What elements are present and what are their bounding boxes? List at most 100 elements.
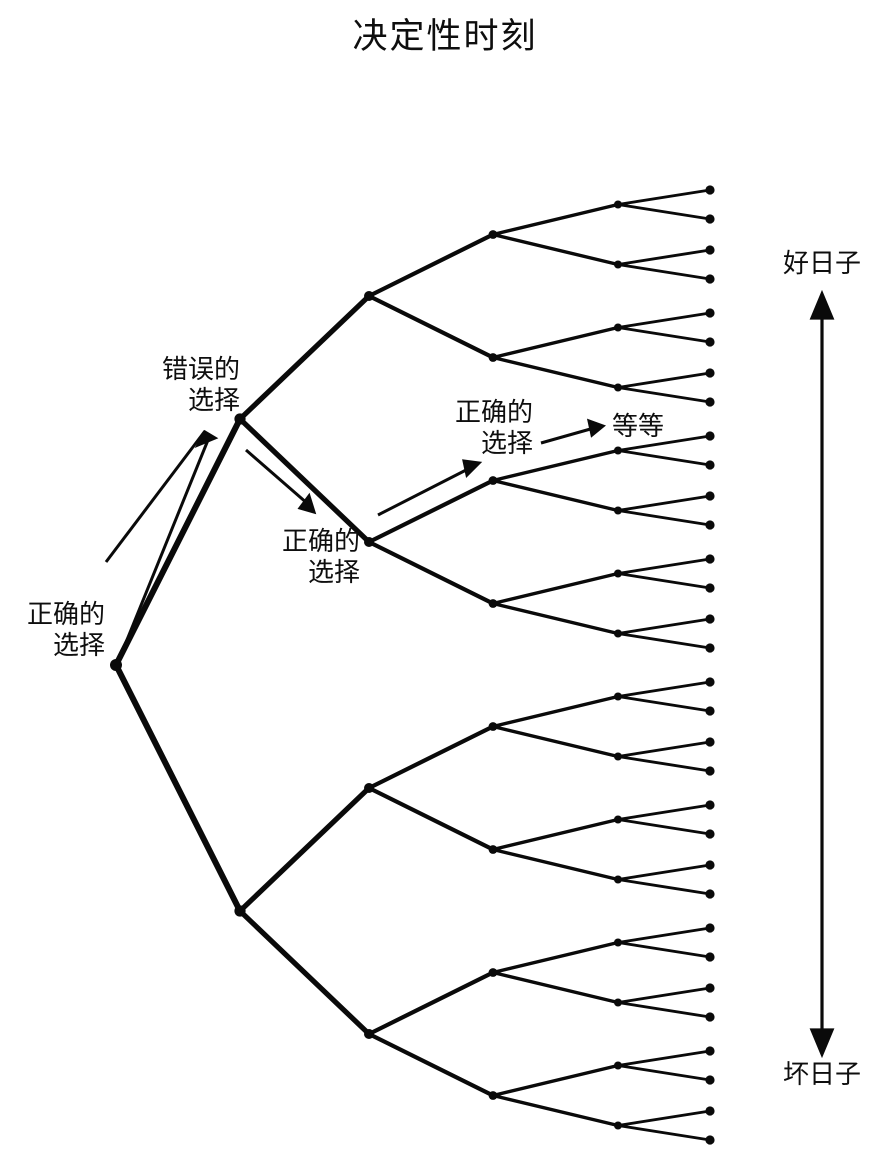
tree-edge xyxy=(616,1109,712,1127)
annotation-arrows xyxy=(104,418,607,668)
tree-node xyxy=(705,800,715,810)
tree-node xyxy=(488,845,498,854)
tree-edge xyxy=(491,817,620,852)
tree-node xyxy=(614,938,622,947)
tree-edge xyxy=(491,694,620,729)
tree-edge xyxy=(616,755,712,773)
tree-edge xyxy=(491,1063,620,1098)
arrow-right-choice-mid xyxy=(245,448,317,515)
tree-edge xyxy=(616,632,712,650)
tree-edge xyxy=(491,232,620,267)
good-bad-axis xyxy=(809,289,835,1059)
tree-edge xyxy=(616,1049,712,1067)
tree-node xyxy=(614,692,622,701)
tree-edge xyxy=(366,232,496,299)
tree-edge xyxy=(237,908,372,1037)
tree-edge xyxy=(491,478,620,513)
tree-node xyxy=(488,353,498,362)
tree-edge xyxy=(616,263,712,281)
tree-node xyxy=(488,599,498,608)
label-good-days: 好日子 xyxy=(782,249,861,279)
tree-edge xyxy=(616,986,712,1004)
tree-node xyxy=(364,291,374,301)
tree-node xyxy=(614,569,622,578)
tree-node xyxy=(488,230,498,239)
tree-edge xyxy=(237,293,372,422)
tree-edge xyxy=(616,494,712,512)
tree-node xyxy=(705,583,715,593)
tree-edge xyxy=(113,416,243,668)
tree-edge xyxy=(491,601,620,636)
tree-node xyxy=(364,1029,374,1039)
tree-edge xyxy=(616,803,712,821)
tree-node xyxy=(614,446,622,455)
tree-edge xyxy=(616,1124,712,1142)
tree-node xyxy=(614,323,622,332)
tree-node xyxy=(705,737,715,747)
tree-node xyxy=(705,983,715,993)
tree-node xyxy=(705,677,715,687)
tree-node xyxy=(705,1135,715,1145)
tree-node xyxy=(364,537,374,547)
tree-node xyxy=(705,308,715,318)
tree-node xyxy=(705,491,715,501)
tree-node xyxy=(234,905,246,917)
tree-edge xyxy=(366,539,496,606)
tree-node xyxy=(705,554,715,564)
tree-edge xyxy=(616,818,712,836)
tree-node xyxy=(705,860,715,870)
label-wrong-choice: 错误的 选择 xyxy=(161,355,240,416)
tree-node xyxy=(614,998,622,1007)
tree-edge xyxy=(491,448,620,483)
tree-node xyxy=(705,520,715,530)
label-bad-days: 坏日子 xyxy=(782,1060,861,1090)
tree-edge xyxy=(616,188,712,206)
tree-edge xyxy=(491,571,620,606)
tree-nodes xyxy=(110,185,715,1145)
tree-node xyxy=(705,214,715,224)
tree-edge xyxy=(616,449,712,467)
tree-node xyxy=(488,1091,498,1100)
page-title: 决定性时刻 xyxy=(352,17,538,57)
tree-node xyxy=(705,245,715,255)
tree-edge xyxy=(491,355,620,390)
tree-edge xyxy=(237,785,372,914)
tree-node xyxy=(705,829,715,839)
tree-edge xyxy=(616,941,712,959)
tree-edge xyxy=(616,509,712,527)
tree-node xyxy=(488,476,498,485)
tree-edge xyxy=(616,572,712,590)
tree-node xyxy=(614,383,622,392)
tree-node xyxy=(705,1075,715,1085)
tree-node xyxy=(705,706,715,716)
tree-edge xyxy=(616,326,712,344)
tree-node xyxy=(705,1012,715,1022)
tree-node xyxy=(614,1121,622,1130)
tree-node xyxy=(705,337,715,347)
tree-edge xyxy=(616,248,712,266)
tree-node xyxy=(614,1061,622,1070)
tree-edge xyxy=(616,863,712,881)
tree-edge xyxy=(616,617,712,635)
tree-node xyxy=(705,460,715,470)
tree-node xyxy=(705,923,715,933)
tree-edge xyxy=(366,785,496,852)
tree-edge xyxy=(616,878,712,896)
tree-edge xyxy=(616,557,712,575)
tree-node xyxy=(488,722,498,731)
tree-edge xyxy=(366,1031,496,1098)
tree-edge xyxy=(616,311,712,329)
tree-edge xyxy=(491,847,620,882)
tree-node xyxy=(488,968,498,977)
tree-edge xyxy=(237,416,372,545)
label-right-choice-mid: 正确的 选择 xyxy=(281,527,360,588)
tree-node xyxy=(705,397,715,407)
tree-node xyxy=(705,1106,715,1116)
tree-node xyxy=(614,875,622,884)
tree-node xyxy=(705,368,715,378)
tree-edge xyxy=(366,724,496,791)
tree-edge xyxy=(616,434,712,452)
tree-edge xyxy=(491,940,620,975)
tree-edge xyxy=(616,1064,712,1082)
